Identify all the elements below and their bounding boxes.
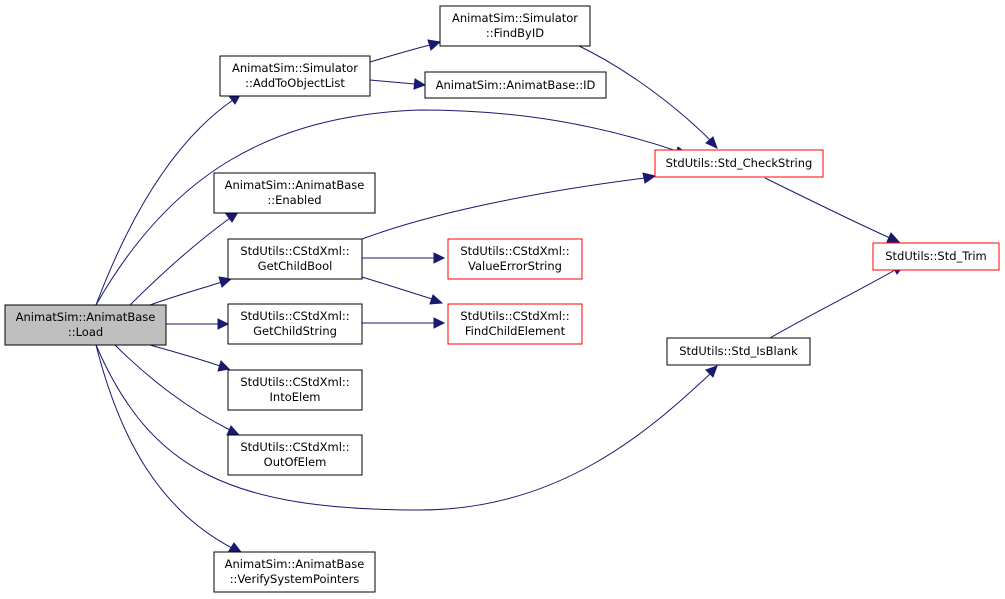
edge-add-to-object-list-to-id [369, 79, 416, 85]
edge-arrow [433, 252, 446, 264]
edge-arrow [429, 294, 444, 305]
node-simulator-add-to-object-list[interactable]: AnimatSim::Simulator ::AddToObjectList [219, 55, 371, 97]
node-cstdxml-find-child-element[interactable]: StdUtils::CStdXml:: FindChildElement [447, 303, 583, 345]
node-label-line2: FindChildElement [465, 324, 566, 338]
node-simulator-find-by-id[interactable]: AnimatSim::Simulator ::FindByID [439, 5, 591, 47]
node-label-line2: GetChildString [253, 324, 337, 338]
edge-add-to-object-list-to-find-by-id [369, 44, 431, 63]
node-cstdxml-into-elem[interactable]: StdUtils::CStdXml:: IntoElem [227, 369, 363, 411]
edge-load-to-out-of-elem [114, 344, 231, 431]
edge-get-child-bool-to-find-child-element [361, 276, 433, 300]
edge-std-check-string-to-std-trim [764, 177, 891, 239]
node-label-line1: AnimatSim::AnimatBase::ID [436, 78, 596, 92]
edge-load-to-std-check-string [95, 109, 681, 306]
node-cstdxml-get-child-bool[interactable]: StdUtils::CStdXml:: GetChildBool [227, 238, 363, 280]
edge-arrow [217, 360, 231, 372]
node-std-trim[interactable]: StdUtils::Std_Trim [872, 242, 1000, 271]
node-cstdxml-get-child-string[interactable]: StdUtils::CStdXml:: GetChildString [227, 303, 363, 345]
edge-arrow [413, 78, 427, 90]
edge-find-by-id-to-std-check-string [574, 43, 711, 141]
edge-get-child-bool-to-std-check-string [361, 177, 646, 240]
edge-arrow [433, 317, 446, 329]
edge-load-to-get-child-bool [149, 281, 223, 306]
edges [95, 39, 906, 553]
node-label-line1: AnimatSim::AnimatBase [225, 178, 365, 192]
node-label-line2: GetChildBool [258, 259, 333, 273]
edge-std-is-blank-to-std-trim [769, 269, 896, 339]
edge-load-to-enabled [129, 217, 231, 306]
edge-arrow [886, 232, 901, 243]
node-std-is-blank[interactable]: StdUtils::Std_IsBlank [666, 337, 811, 366]
edge-arrow [642, 172, 657, 184]
node-label-line1: StdUtils::Std_IsBlank [679, 344, 798, 358]
edge-load-to-std-is-blank [95, 344, 711, 511]
edge-load-to-into-elem [149, 344, 221, 367]
edge-arrow [217, 318, 230, 330]
node-label-line1: AnimatSim::AnimatBase [16, 310, 156, 324]
node-label-line1: StdUtils::Std_Trim [885, 249, 986, 263]
node-label-line1: StdUtils::CStdXml:: [460, 309, 569, 323]
edge-load-to-add-to-object-list [95, 99, 234, 306]
node-label-line2: ::Load [68, 325, 103, 339]
node-label-line1: AnimatSim::Simulator [452, 11, 578, 25]
node-std-check-string[interactable]: StdUtils::Std_CheckString [654, 149, 824, 178]
node-animatbase-verify-system-pointers[interactable]: AnimatSim::AnimatBase ::VerifySystemPoin… [213, 551, 376, 593]
node-animatbase-enabled[interactable]: AnimatSim::AnimatBase ::Enabled [213, 172, 376, 214]
node-label-line1: StdUtils::CStdXml:: [240, 309, 349, 323]
node-label-line1: StdUtils::CStdXml:: [240, 244, 349, 258]
edge-arrow [228, 542, 243, 553]
node-label-line2: ::FindByID [486, 26, 544, 40]
node-animatbase-id[interactable]: AnimatSim::AnimatBase::ID [424, 71, 607, 99]
node-label-line1: StdUtils::CStdXml:: [240, 440, 349, 454]
node-label-line1: AnimatSim::Simulator [232, 61, 358, 75]
node-cstdxml-out-of-elem[interactable]: StdUtils::CStdXml:: OutOfElem [227, 434, 363, 476]
edge-load-to-verify-system-pointers [95, 344, 233, 549]
node-label-line2: IntoElem [270, 390, 321, 404]
node-label-line1: AnimatSim::AnimatBase [225, 557, 365, 571]
edge-arrow [705, 365, 718, 378]
node-label-line2: ::VerifySystemPointers [230, 572, 360, 586]
node-label-line1: StdUtils::CStdXml:: [460, 244, 569, 258]
node-label-line2: ::AddToObjectList [245, 76, 345, 90]
edge-arrow [427, 39, 442, 51]
node-cstdxml-value-error-string[interactable]: StdUtils::CStdXml:: ValueErrorString [447, 238, 583, 280]
node-animatbase-load[interactable]: AnimatSim::AnimatBase ::Load [4, 304, 167, 346]
edge-arrow [226, 425, 241, 436]
node-label-line2: OutOfElem [264, 455, 327, 469]
node-label-line2: ::Enabled [267, 193, 321, 207]
node-label-line1: StdUtils::Std_CheckString [666, 156, 813, 170]
node-label-line2: ValueErrorString [468, 259, 562, 273]
node-label-line1: StdUtils::CStdXml:: [240, 375, 349, 389]
edge-arrow [705, 136, 718, 149]
